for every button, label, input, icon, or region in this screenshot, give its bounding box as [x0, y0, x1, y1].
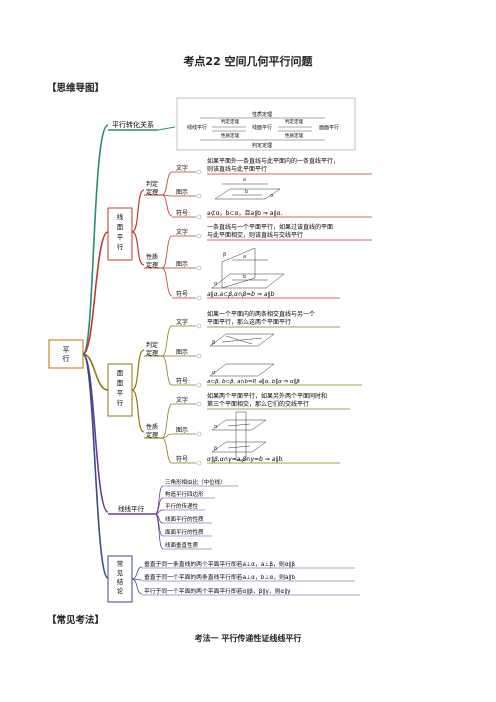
svg-text:α: α: [212, 370, 216, 376]
svg-text:a: a: [243, 254, 246, 260]
lp-prop-figure: β a b α: [211, 247, 285, 289]
svg-text:α: α: [270, 193, 274, 199]
lp-prop-text-label: 文字: [176, 228, 188, 236]
pp-judge-sym-label: 符号: [176, 377, 188, 385]
line-line-item: 平行的传递性: [165, 502, 199, 510]
transform-judge2: 判定定理: [285, 118, 303, 125]
pp-prop-fig-label: 图示: [176, 427, 188, 434]
pp-judge-figure: β α: [209, 333, 275, 377]
transform-judge1: 判定定理: [221, 118, 239, 125]
root-label: 平行: [63, 346, 70, 363]
pp-prop-sym-label: 符号: [176, 455, 188, 463]
transform-prop1: 性质定理: [221, 132, 239, 139]
lp-prop-text: 一条直线与一个平面平行，如果过该直线的平面与此平面相交，则该直线与交线平行: [207, 223, 333, 239]
transform-line-plane: 线面平行: [252, 124, 272, 131]
lp-prop-sym-label: 符号: [176, 290, 188, 298]
pp-prop-label: 性质定理: [146, 423, 158, 439]
transform-prop2: 性质定理: [285, 132, 303, 139]
conclusion-item: 平行于同一个平面的两个平面平行即若α∥β，β∥γ，则α∥γ: [144, 587, 291, 595]
lp-judge-figure: a b α: [214, 177, 281, 200]
pp-judge-text-label: 文字: [176, 318, 188, 326]
conclusion-item: 垂直于同一个平面的两条直线平行即若a⊥α，b⊥α，则a∥b: [144, 573, 295, 581]
conclusion-item: 垂直于同一条直线的两个平面平行即若a⊥α，a⊥β，则α∥β: [144, 560, 295, 568]
line-line-item: 线面平行的性质: [165, 515, 204, 523]
lp-judge-text-label: 文字: [176, 164, 188, 172]
pp-judge-fig-label: 图示: [176, 349, 188, 356]
lp-judge-text: 如果平面外一条直线与此平面内的一条直线平行，则该直线与此平面平行: [207, 157, 339, 173]
transform-label: 平行转化关系: [112, 120, 154, 129]
lp-prop-symbol: a∥α,a⊂β,α∩β=b ⇒ a∥b: [207, 291, 275, 298]
svg-text:b: b: [243, 274, 246, 280]
line-plane-label: 线面平行: [117, 212, 124, 251]
branch-line-plane: [82, 231, 109, 355]
pp-prop-text-label: 文字: [176, 396, 188, 404]
lp-judge-fig-label: 图示: [176, 189, 188, 196]
conclusions-label: 常见结论: [117, 559, 124, 595]
svg-text:β: β: [212, 340, 215, 346]
pp-prop-figure: α β: [211, 411, 267, 461]
section-mindmap-heading: 【思维导图】: [47, 83, 105, 94]
pp-prop-symbol: α∥β,α∩γ=a,β∩γ=b ⇒ a∥b.: [207, 456, 284, 463]
pp-prop-text: 如果两个平面平行，如果另外两个平面同时和第三个平面相交，那么它们的交线平行: [207, 392, 327, 408]
line-line-item: 构造平行四边形: [165, 490, 204, 498]
branch-line-line: [82, 353, 109, 513]
transform-plane-plane: 面面平行: [319, 124, 339, 131]
pp-judge-label: 判定定理: [146, 341, 158, 357]
line-line-item: 线面垂直性质: [165, 541, 199, 549]
svg-text:a: a: [243, 177, 246, 183]
line-line-label: 线线平行: [118, 504, 145, 513]
svg-text:b: b: [245, 189, 248, 195]
line-line-item: 面面平行的性质: [165, 528, 204, 536]
lp-prop-fig-label: 图示: [176, 261, 188, 268]
lp-judge-label: 判定定理: [146, 180, 158, 196]
transform-line-parallel: 线线平行: [187, 124, 207, 131]
pp-judge-text: 如果一个平面内的两条相交直线与另一个平面平行，那么这两个平面平行: [207, 310, 315, 326]
svg-text:β: β: [214, 446, 217, 452]
transform-top-caption: 性质定理: [252, 111, 272, 118]
branch-conclusions: [82, 353, 109, 579]
page-title: 考点22 空间几何平行问题: [183, 55, 313, 68]
lp-judge-symbol: a⊄α，b⊂α，且a∥b ⇒ a∥α.: [207, 210, 282, 217]
svg-text:α: α: [214, 424, 218, 430]
line-line-item: 三角形相似比（中位线）: [165, 478, 226, 486]
method-one-heading: 考法一 平行传递性证线线平行: [194, 634, 302, 643]
pp-judge-symbol: a⊂β, b⊂β, a∩b=P, a∥α, b∥α ⇒ α∥β: [207, 378, 300, 385]
lp-prop-label: 性质定理: [146, 253, 158, 269]
branch-transform: [82, 124, 109, 355]
branch-plane-plane: [82, 353, 109, 391]
svg-text:α: α: [214, 281, 218, 287]
transform-bottom-caption: 判定定理: [252, 142, 272, 149]
plane-plane-label: 面面平行: [117, 369, 124, 407]
line-plane-node: [107, 207, 133, 261]
lp-judge-sym-label: 符号: [176, 209, 188, 217]
svg-text:β: β: [223, 252, 226, 258]
section-common-heading: 【常见考法】: [47, 615, 105, 626]
root-node: [48, 339, 84, 369]
